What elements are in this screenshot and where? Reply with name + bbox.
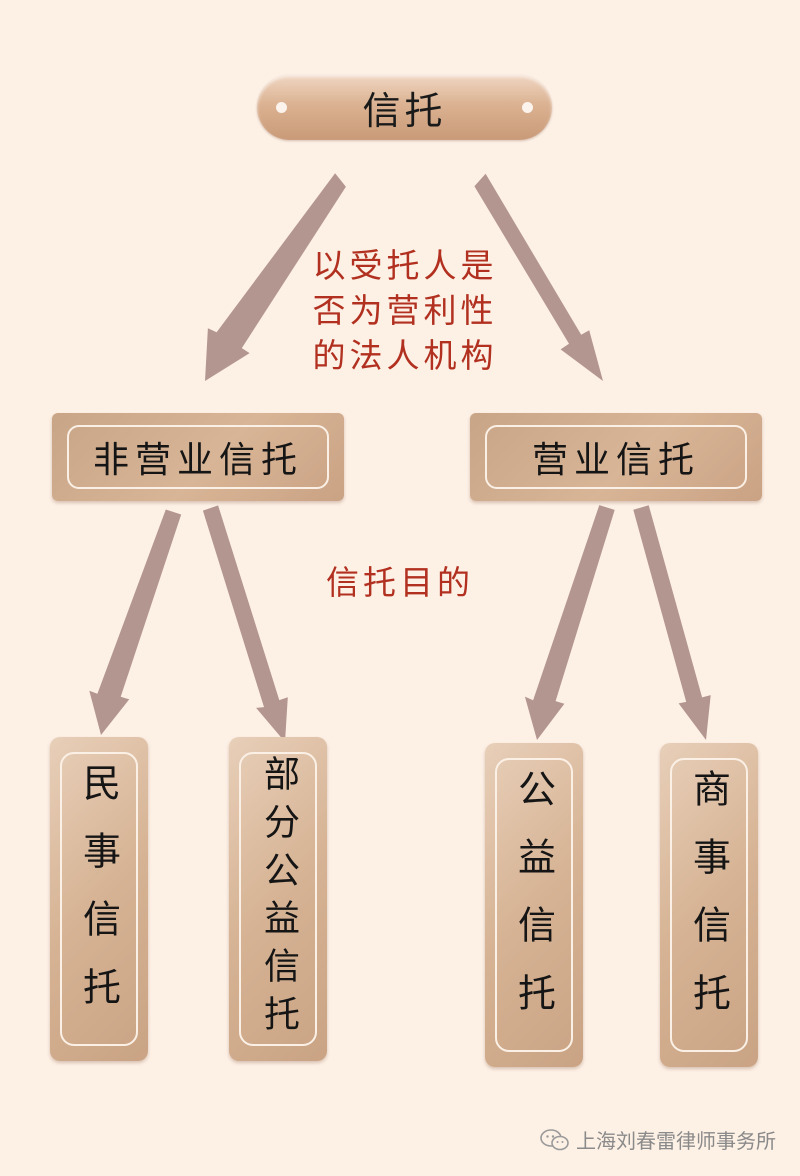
node-business-trust-label: 营业信托 bbox=[531, 440, 700, 481]
node-civil-trust-label: 民事信托 bbox=[76, 763, 121, 1035]
node-partial-public-trust-frame: 部分公益信托 bbox=[239, 752, 317, 1046]
footer-text: 上海刘春雷律师事务所 bbox=[576, 1129, 776, 1153]
node-civil-trust-frame: 民事信托 bbox=[60, 752, 138, 1046]
criterion-label-1: 以受托人是 否为营利性 的法人机构 bbox=[312, 246, 498, 375]
node-public-trust-label: 公益信托 bbox=[511, 769, 556, 1041]
footer-watermark: 上海刘春雷律师事务所 bbox=[540, 1125, 776, 1154]
arrow-nonbusiness-to-partial-public bbox=[202, 505, 288, 742]
node-business-trust: 营业信托 bbox=[470, 413, 762, 501]
node-commercial-trust-frame: 商事信托 bbox=[670, 758, 748, 1052]
arrow-root-to-business bbox=[474, 173, 603, 381]
node-nonbusiness-trust-frame: 非营业信托 bbox=[67, 425, 329, 489]
node-partial-public-trust: 部分公益信托 bbox=[229, 737, 327, 1061]
node-commercial-trust-label: 商事信托 bbox=[686, 769, 731, 1041]
arrow-business-to-public bbox=[524, 505, 615, 740]
pill-dot-left bbox=[276, 102, 287, 113]
node-civil-trust: 民事信托 bbox=[50, 737, 148, 1061]
node-public-trust-frame: 公益信托 bbox=[495, 758, 573, 1052]
node-business-trust-frame: 营业信托 bbox=[485, 425, 747, 489]
arrow-business-to-commercial bbox=[633, 505, 711, 740]
root-node: 信托 bbox=[257, 75, 552, 140]
node-public-trust: 公益信托 bbox=[485, 743, 583, 1067]
arrow-root-to-nonbusiness bbox=[205, 173, 346, 381]
node-nonbusiness-trust: 非营业信托 bbox=[52, 413, 344, 501]
arrow-nonbusiness-to-civil bbox=[89, 509, 182, 735]
node-nonbusiness-trust-label: 非营业信托 bbox=[92, 440, 303, 481]
root-node-label: 信托 bbox=[362, 89, 447, 133]
pill-dot-right bbox=[522, 102, 533, 113]
wechat-icon bbox=[540, 1128, 569, 1150]
node-partial-public-trust-label: 部分公益信托 bbox=[258, 755, 299, 1043]
node-commercial-trust: 商事信托 bbox=[660, 743, 758, 1067]
criterion-label-2: 信托目的 bbox=[326, 563, 474, 602]
